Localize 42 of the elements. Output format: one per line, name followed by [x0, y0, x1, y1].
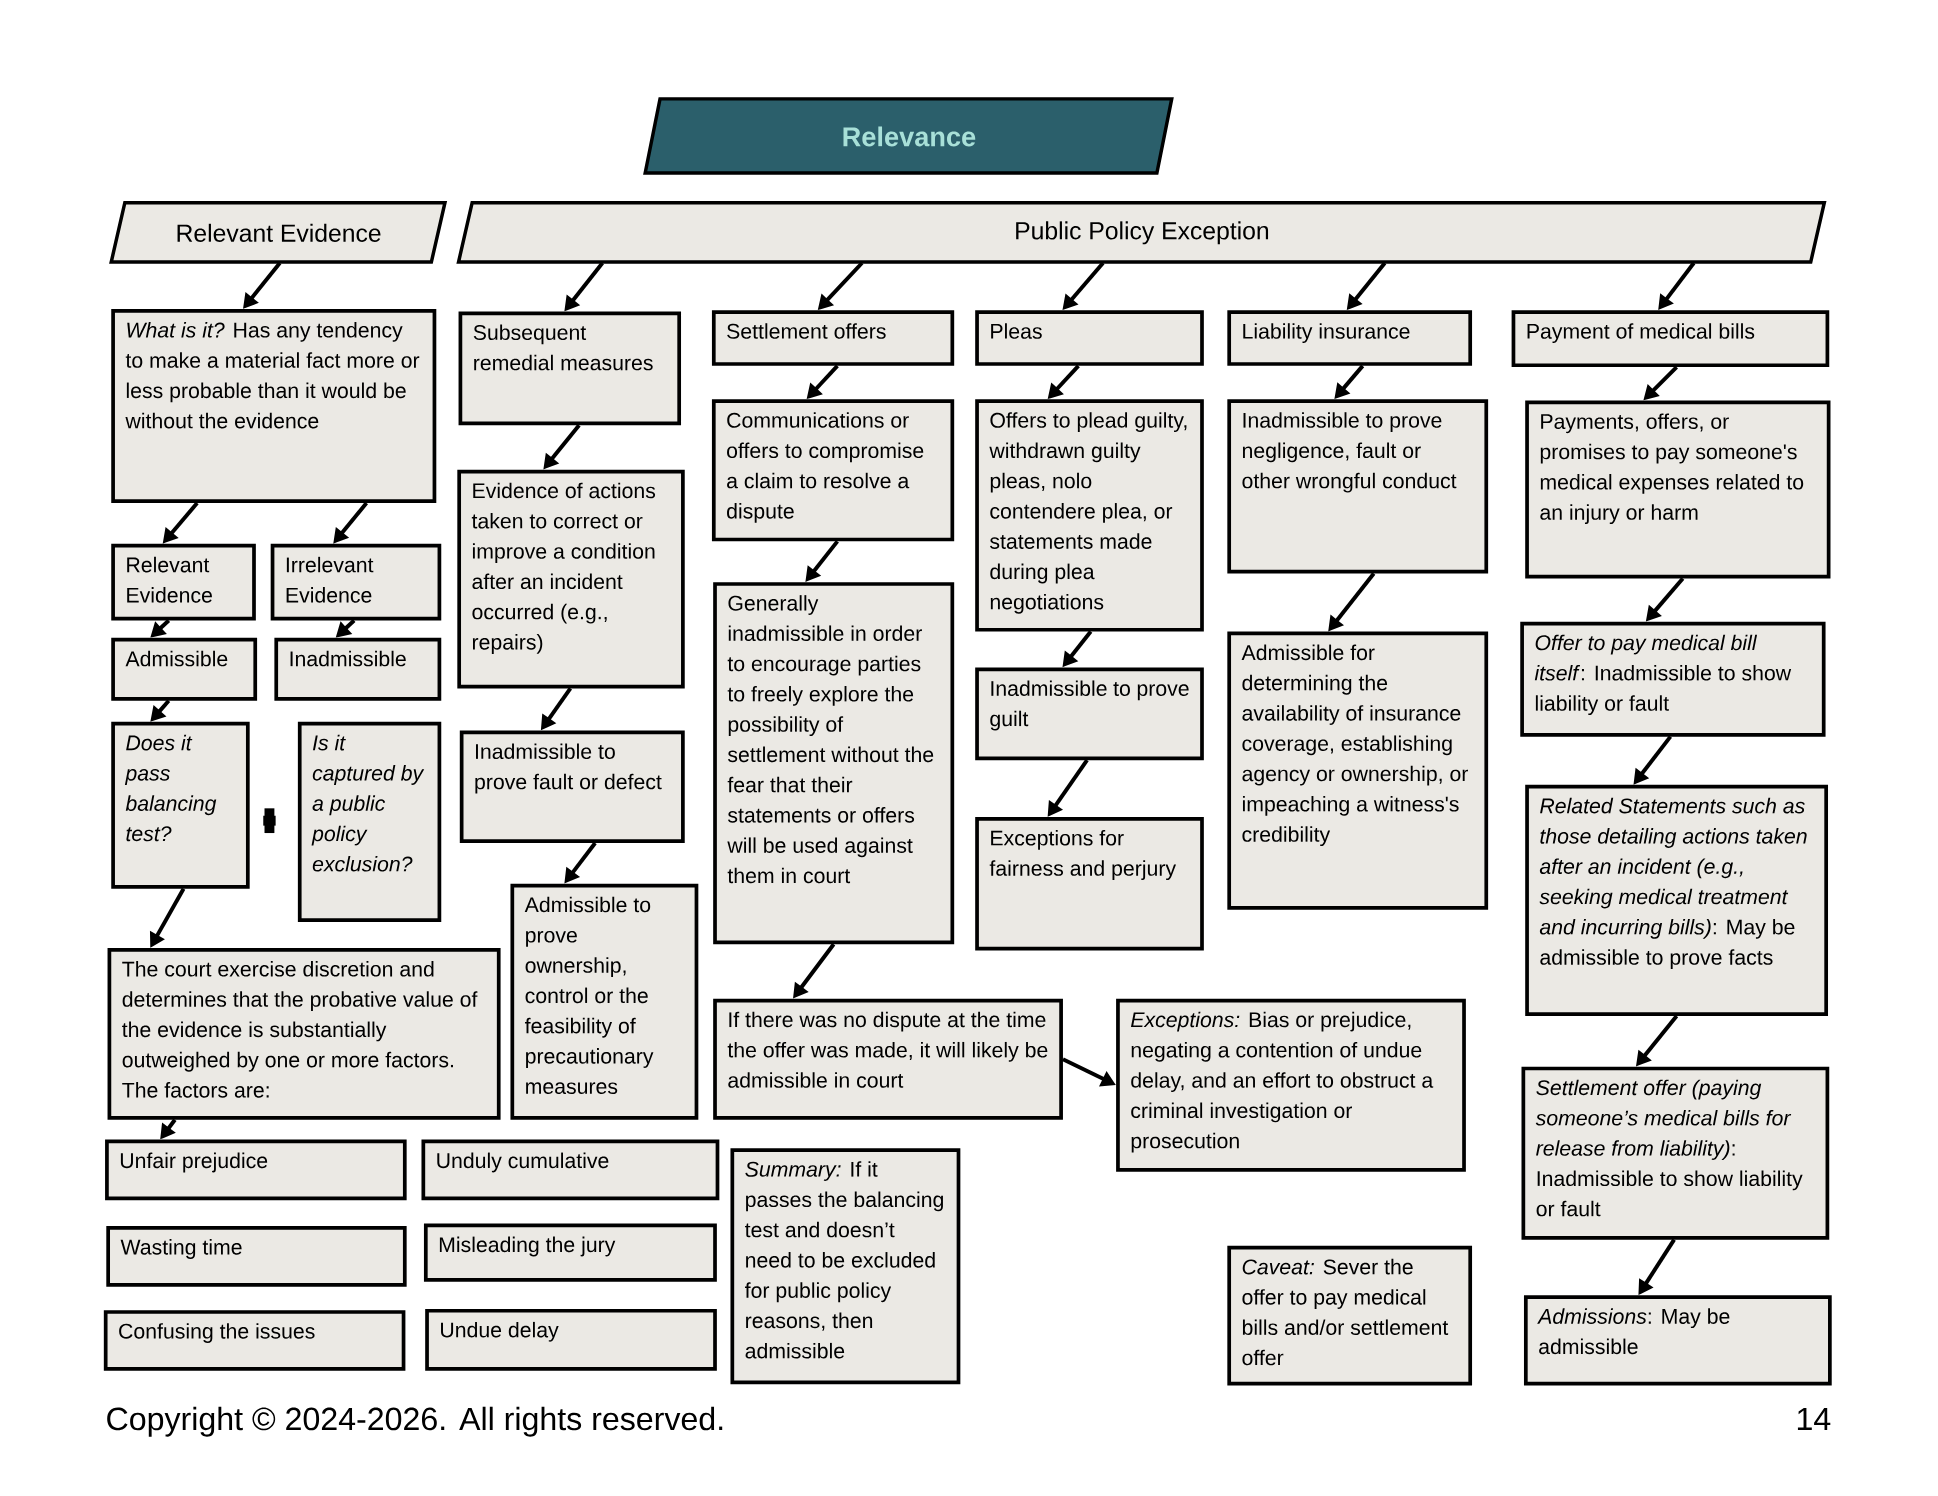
text-box: Is it captured by a public policy exclusion?: [297, 722, 442, 923]
text-box: Summary: If it passes the balancing test and doesn’t need to be excluded for public policy reasons, then admissible: [730, 1148, 961, 1385]
text-box: Confusing the issues: [103, 1310, 406, 1371]
text-box: Unfair prejudice: [105, 1139, 407, 1201]
text-box: Exceptions for fairness and perjury: [975, 817, 1204, 951]
text-box: The court exercise discretion and determines that the probative value of the evidence is substantially outweighed by one or more factors. The factors are:: [107, 948, 501, 1121]
text-box: Generally inadmissible in order to encourage parties to freely explore the possibility of settlement without the fear that their statements or offers will be used against them in court: [713, 582, 955, 945]
text-box: Settlement offers: [711, 310, 955, 367]
text-box: Offers to plead guilty, withdrawn guilty pleas, nolo contendere plea, or statements made during plea negotiations: [975, 399, 1204, 632]
text-box: Does it pass balancing test?: [111, 722, 250, 889]
text-box: Subsequent remedial measures: [458, 311, 682, 426]
text-box: If there was no dispute at the time the offer was made, it will likely be admissible in court: [713, 998, 1063, 1121]
category-banner: Relevant Evidence: [109, 201, 448, 264]
title-banner: Relevance: [643, 97, 1174, 175]
text-box: Settlement offer (paying someone’s medical bills for release from liability): Inadmissible to show liability or fault: [1521, 1066, 1830, 1240]
category-banner: Public Policy Exception: [456, 201, 1827, 264]
text-box: Communications or offers to compromise a claim to resolve a dispute: [711, 399, 955, 542]
text-box: Liability insurance: [1227, 310, 1473, 367]
text-box: Inadmissible to prove fault or defect: [459, 730, 685, 844]
text-box: Payments, offers, or promises to pay someone's medical expenses related to an injury or harm: [1525, 400, 1831, 579]
text-box: Caveat: Sever the offer to pay medical bills and/or settlement offer: [1227, 1246, 1473, 1386]
text-box: Unduly cumulative: [421, 1139, 720, 1201]
text-box: Inadmissible to prove negligence, fault or other wrongful conduct: [1227, 399, 1489, 574]
text-box: Evidence of actions taken to correct or improve a condition after an incident occurred (e.g., repairs): [457, 469, 685, 689]
text-box: Offer to pay medical bill itself: Inadmissible to show liability or fault: [1520, 621, 1826, 737]
text-box: Admissible to prove ownership, control or the feasibility of precautionary measures: [510, 883, 699, 1121]
text-box: Inadmissible: [274, 638, 442, 702]
text-box: Admissible: [111, 638, 258, 702]
text-box: Wasting time: [106, 1226, 407, 1287]
text-box: Payment of medical bills: [1511, 310, 1830, 368]
text-box: Related Statements such as those detailing actions taken after an incident (e.g., seeking medical treatment and incurring bills): May be admissible to prove facts: [1525, 785, 1829, 1017]
text-box: Exceptions: Bias or prejudice, negating a contention of undue delay, and an effort to obstruct a criminal investigation or prosecution: [1116, 998, 1466, 1172]
text-box: Misleading the jury: [423, 1223, 717, 1282]
text-box: Admissible for determining the availability of insurance coverage, establishing agency or ownership, or impeaching a witness's credibility: [1227, 631, 1489, 910]
text-box: Relevant Evidence: [111, 544, 256, 621]
text-box: Inadmissible to prove guilt: [975, 667, 1204, 761]
text-box: Irrelevant Evidence: [270, 544, 442, 621]
text-box: Pleas: [975, 310, 1204, 367]
copyright-notice: Copyright © 2024-2026. All rights reserved.: [107, 1406, 723, 1437]
text-box: What is it? Has any tendency to make a material fact more or less probable than it would be without the evidence: [111, 309, 437, 504]
text-box: Undue delay: [425, 1309, 717, 1371]
text-box: Admissions: May be admissible: [1523, 1295, 1832, 1386]
